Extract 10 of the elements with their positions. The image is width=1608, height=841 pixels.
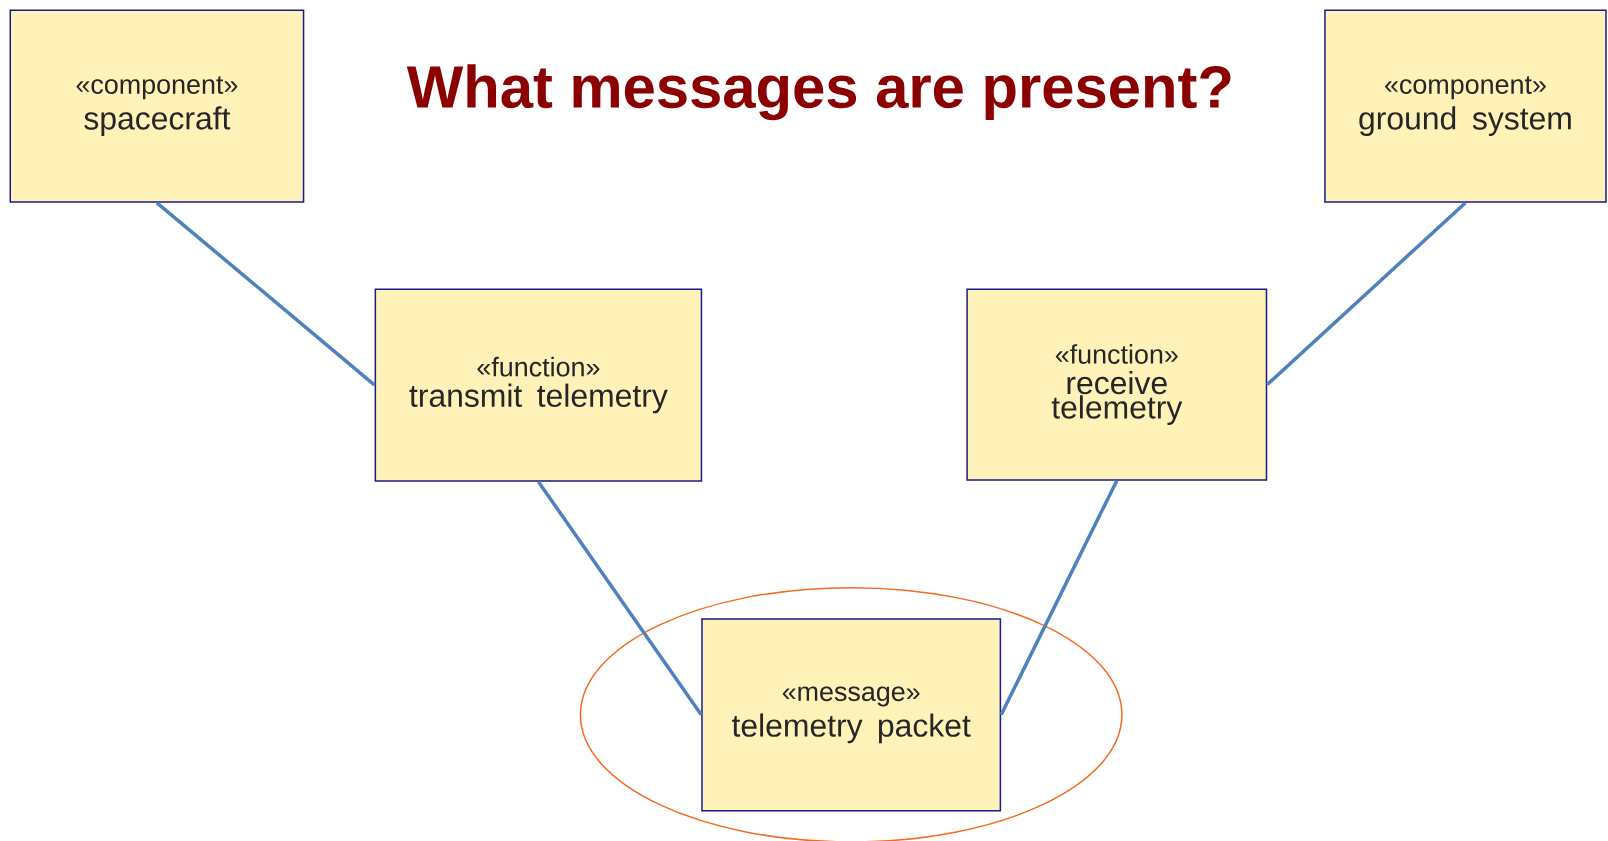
element-box: «function» receive telemetry xyxy=(966,288,1268,481)
element-box: «message» telemetry packet xyxy=(701,618,1002,812)
connector-line xyxy=(536,480,703,716)
slide-title: What messages are present? xyxy=(406,64,1231,121)
connector-line xyxy=(1266,201,1467,386)
element-box: «function» transmit telemetry xyxy=(374,288,703,482)
connector-line xyxy=(155,201,376,387)
element-box: «component» ground system xyxy=(1324,9,1607,203)
element-box: «component» spacecraft xyxy=(9,9,305,203)
connector-line xyxy=(999,479,1119,716)
